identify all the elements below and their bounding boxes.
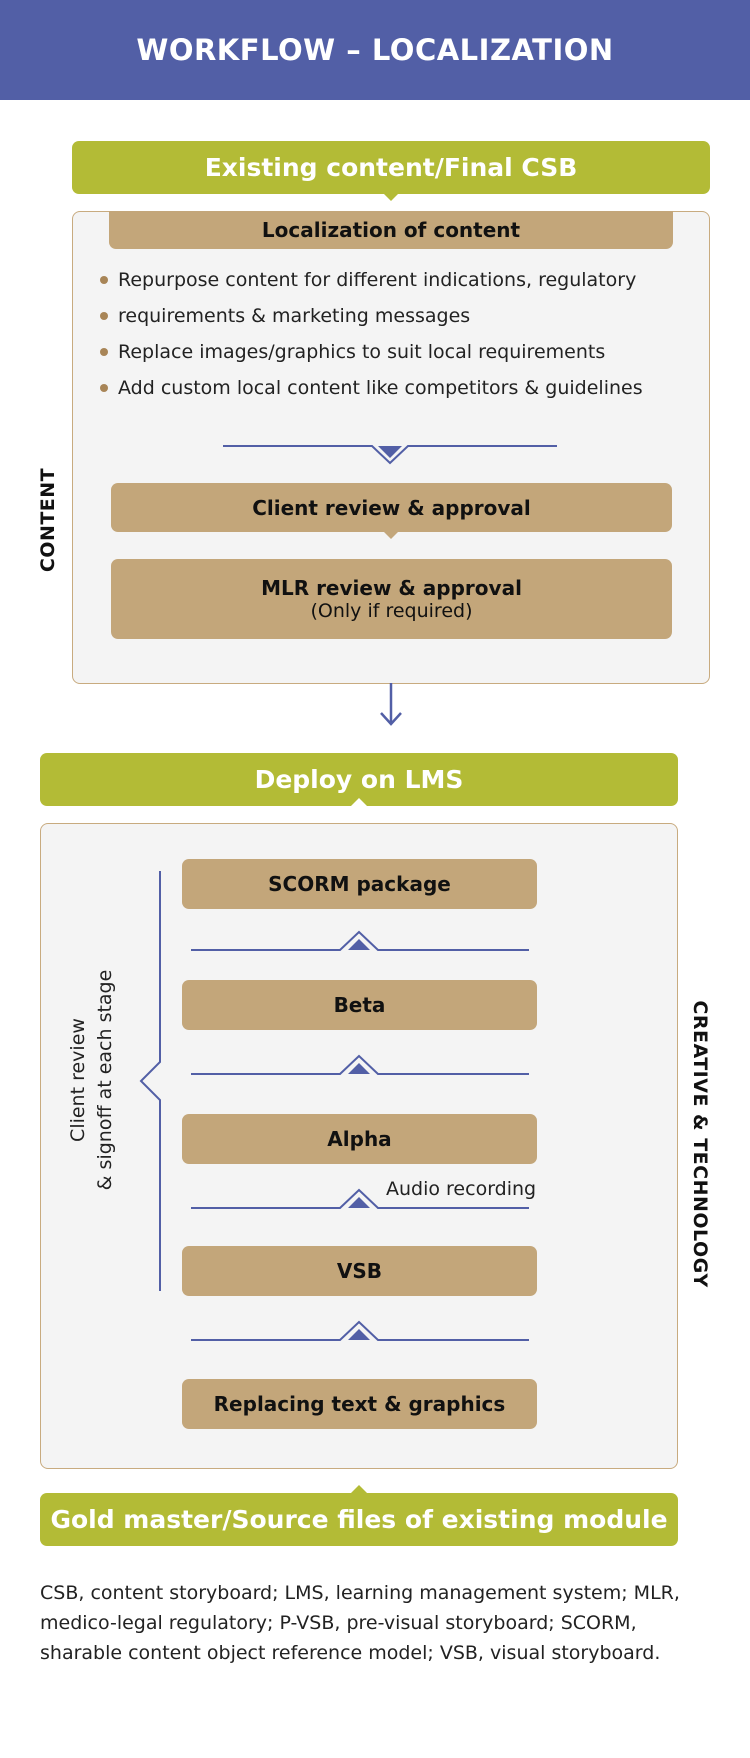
- list-item: Add custom local content like competitor…: [98, 370, 708, 406]
- localization-bullets: Repurpose content for different indicati…: [98, 262, 708, 406]
- localization-tab-label: Localization of content: [261, 218, 521, 242]
- down-chevron-connector: [223, 445, 557, 465]
- mlr-review-title: MLR review & approval: [261, 576, 522, 600]
- gold-master-notch: [351, 1485, 367, 1493]
- stage-scorm-package: SCORM package: [182, 859, 537, 909]
- gold-master-bar: Gold master/Source files of existing mod…: [40, 1493, 678, 1546]
- review-bracket: [139, 871, 161, 1291]
- list-item: requirements & marketing messages: [98, 298, 708, 334]
- stage-label: VSB: [336, 1259, 383, 1283]
- client-review-notch: [383, 531, 399, 539]
- page-header: WORKFLOW – LOCALIZATION: [0, 0, 750, 100]
- content-side-label: CONTENT: [37, 467, 59, 573]
- stage-label: Replacing text & graphics: [213, 1392, 506, 1416]
- stage-label: Alpha: [327, 1127, 392, 1151]
- stage-alpha: Alpha: [182, 1114, 537, 1164]
- up-chevron-connector: [191, 1320, 529, 1341]
- review-bracket-label-line2: & signoff at each stage: [94, 969, 116, 1191]
- stage-label: Beta: [333, 993, 386, 1017]
- existing-content-notch: [383, 193, 399, 201]
- client-review-box: Client review & approval: [111, 483, 672, 532]
- localization-tab: Localization of content: [109, 211, 673, 249]
- audio-recording-label: Audio recording: [386, 1178, 537, 1200]
- abbreviations-footnote: CSB, content storyboard; LMS, learning m…: [40, 1582, 680, 1664]
- existing-content-bar: Existing content/Final CSB: [72, 141, 710, 194]
- stage-vsb: VSB: [182, 1246, 537, 1296]
- gold-master-label: Gold master/Source files of existing mod…: [50, 1505, 668, 1534]
- list-item: Replace images/graphics to suit local re…: [98, 334, 708, 370]
- up-chevron-connector: [191, 1188, 529, 1209]
- review-bracket-label-line1: Client review: [67, 1018, 89, 1142]
- deploy-label: Deploy on LMS: [254, 765, 464, 794]
- review-bracket-label: Client review & signoff at each stage: [65, 970, 119, 1191]
- existing-content-label: Existing content/Final CSB: [204, 153, 578, 182]
- up-chevron-connector: [191, 1054, 529, 1075]
- list-item: Repurpose content for different indicati…: [98, 262, 708, 298]
- deploy-notch: [351, 798, 367, 806]
- deploy-bar: Deploy on LMS: [40, 753, 678, 806]
- stage-label: SCORM package: [268, 872, 451, 896]
- up-chevron-connector: [191, 930, 529, 951]
- stage-replacing-text-graphics: Replacing text & graphics: [182, 1379, 537, 1429]
- page-title: WORKFLOW – LOCALIZATION: [136, 33, 614, 67]
- mlr-review-box: MLR review & approval (Only if required): [111, 559, 672, 639]
- creative-side-label: CREATIVE & TECHNOLOGY: [689, 1000, 711, 1288]
- client-review-label: Client review & approval: [252, 495, 531, 520]
- mlr-review-note: (Only if required): [310, 600, 473, 622]
- down-arrow-icon: [380, 683, 402, 726]
- stage-beta: Beta: [182, 980, 537, 1030]
